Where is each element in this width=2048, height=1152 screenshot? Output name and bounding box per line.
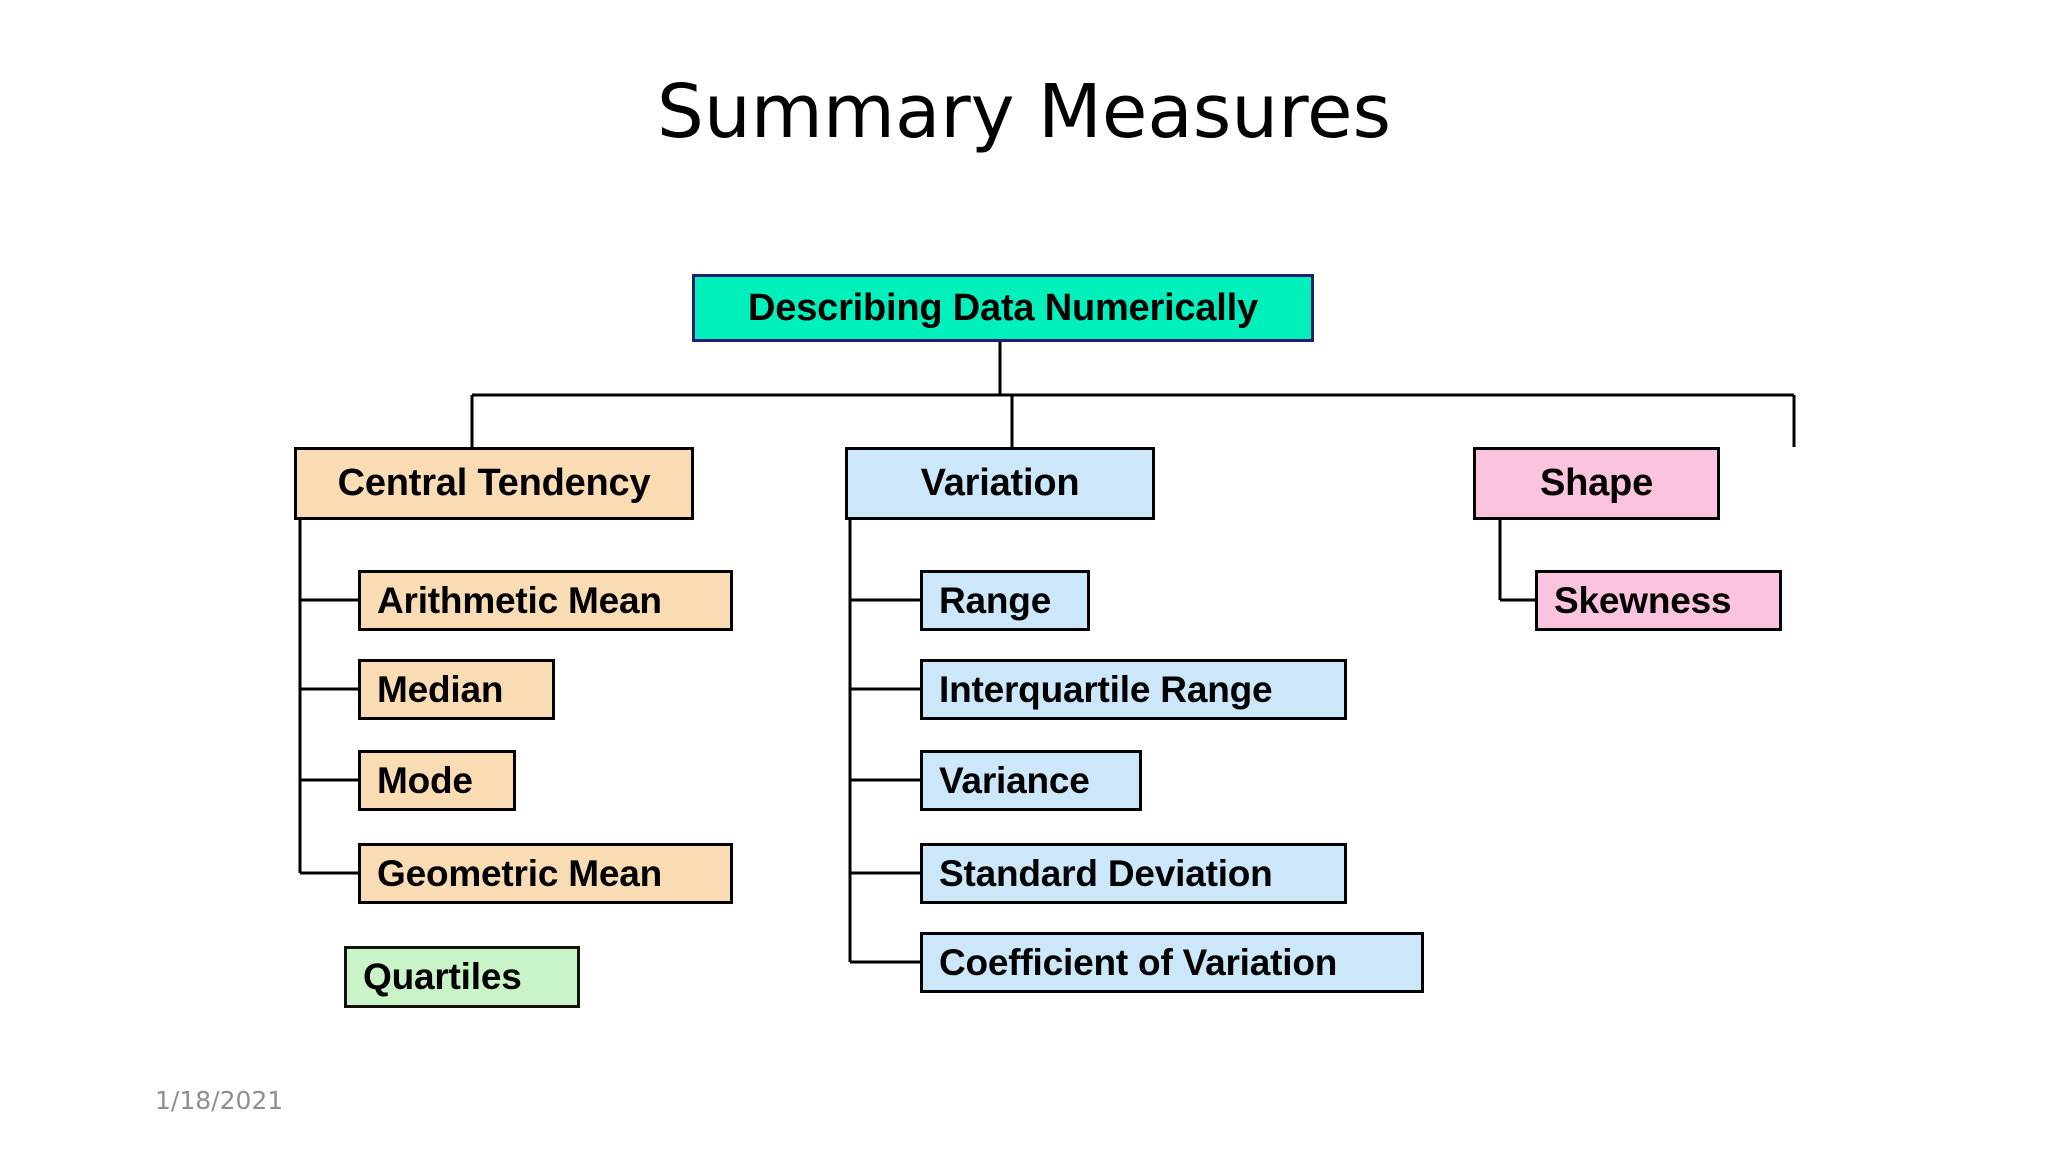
node-interquartile-range[interactable]: Interquartile Range xyxy=(920,659,1347,720)
node-geometric-mean[interactable]: Geometric Mean xyxy=(358,843,733,904)
node-skewness[interactable]: Skewness xyxy=(1535,570,1782,631)
node-coefficient-of-variation[interactable]: Coefficient of Variation xyxy=(920,932,1424,993)
node-variance[interactable]: Variance xyxy=(920,750,1142,811)
date-stamp: 1/18/2021 xyxy=(155,1086,284,1115)
node-median[interactable]: Median xyxy=(358,659,555,720)
node-standard-deviation[interactable]: Standard Deviation xyxy=(920,843,1347,904)
page-title: Summary Measures xyxy=(656,69,1392,155)
node-describing-data-numerically[interactable]: Describing Data Numerically xyxy=(692,274,1314,342)
node-range[interactable]: Range xyxy=(920,570,1090,631)
node-variation[interactable]: Variation xyxy=(845,447,1155,520)
node-arithmetic-mean[interactable]: Arithmetic Mean xyxy=(358,570,733,631)
node-central-tendency[interactable]: Central Tendency xyxy=(294,447,694,520)
node-shape[interactable]: Shape xyxy=(1473,447,1720,520)
node-quartiles[interactable]: Quartiles xyxy=(344,946,580,1008)
node-mode[interactable]: Mode xyxy=(358,750,516,811)
